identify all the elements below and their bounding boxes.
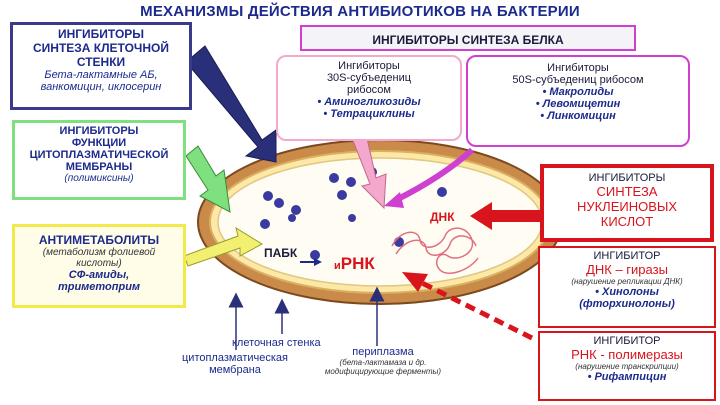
- ribosome-50s-box: Ингибиторы 50S-субъедениц рибосом • Макр…: [466, 55, 690, 147]
- arrow-50s: [394, 147, 475, 203]
- arrow-cell-wall: [185, 45, 277, 163]
- wall-caption: клеточная стенка: [232, 337, 321, 349]
- cell-wall-inhibitors-box: ИНГИБИТОРЫ СИНТЕЗА КЛЕТОЧНОЙ СТЕНКИ Бета…: [10, 22, 192, 110]
- membrane-inhibitors-box: ИНГИБИТОРЫ ФУНКЦИИ ЦИТОПЛАЗМАТИЧЕСКОЙ МЕ…: [12, 120, 186, 200]
- page-title: МЕХАНИЗМЫ ДЕЙСТВИЯ АНТИБИОТИКОВ НА БАКТЕ…: [140, 3, 580, 20]
- ribosome-30s-box: Ингибиторы 30S-субъедениц рибосом • Амин…: [276, 55, 462, 141]
- dna-gyrase-box: ИНГИБИТОР ДНК – гиразы (нарушение реплик…: [538, 246, 716, 328]
- nucleic-acid-inhibitors-box: ИНГИБИТОРЫ СИНТЕЗА НУКЛЕИНОВЫХ КИСЛОТ: [540, 164, 714, 242]
- arrow-rna-polymerase: [418, 279, 534, 341]
- membrane-caption: цитоплазматическая мембрана: [182, 352, 288, 376]
- protein-synthesis-header: ИНГИБИТОРЫ СИНТЕЗА БЕЛКА: [300, 25, 636, 51]
- dna-label: ДНК: [430, 210, 455, 224]
- arrow-membrane: [185, 145, 231, 213]
- rna-polymerase-box: ИНГИБИТОР РНК - полимеразы (нарушение тр…: [538, 331, 716, 401]
- arrow-30s: [351, 133, 387, 210]
- antimetabolites-box: АНТИМЕТАБОЛИТЫ (метаболизм фолиевой кисл…: [12, 224, 186, 308]
- arrow-nucleic: [470, 202, 540, 230]
- dna-strand: [391, 227, 479, 274]
- arrow-antimetabolite: [183, 226, 263, 267]
- mrna-label: иРНК: [334, 254, 375, 273]
- periplasm-caption: периплазма (бета-лактамаза и др. модифиц…: [324, 346, 442, 376]
- pabk-label: ПАБК: [264, 246, 298, 260]
